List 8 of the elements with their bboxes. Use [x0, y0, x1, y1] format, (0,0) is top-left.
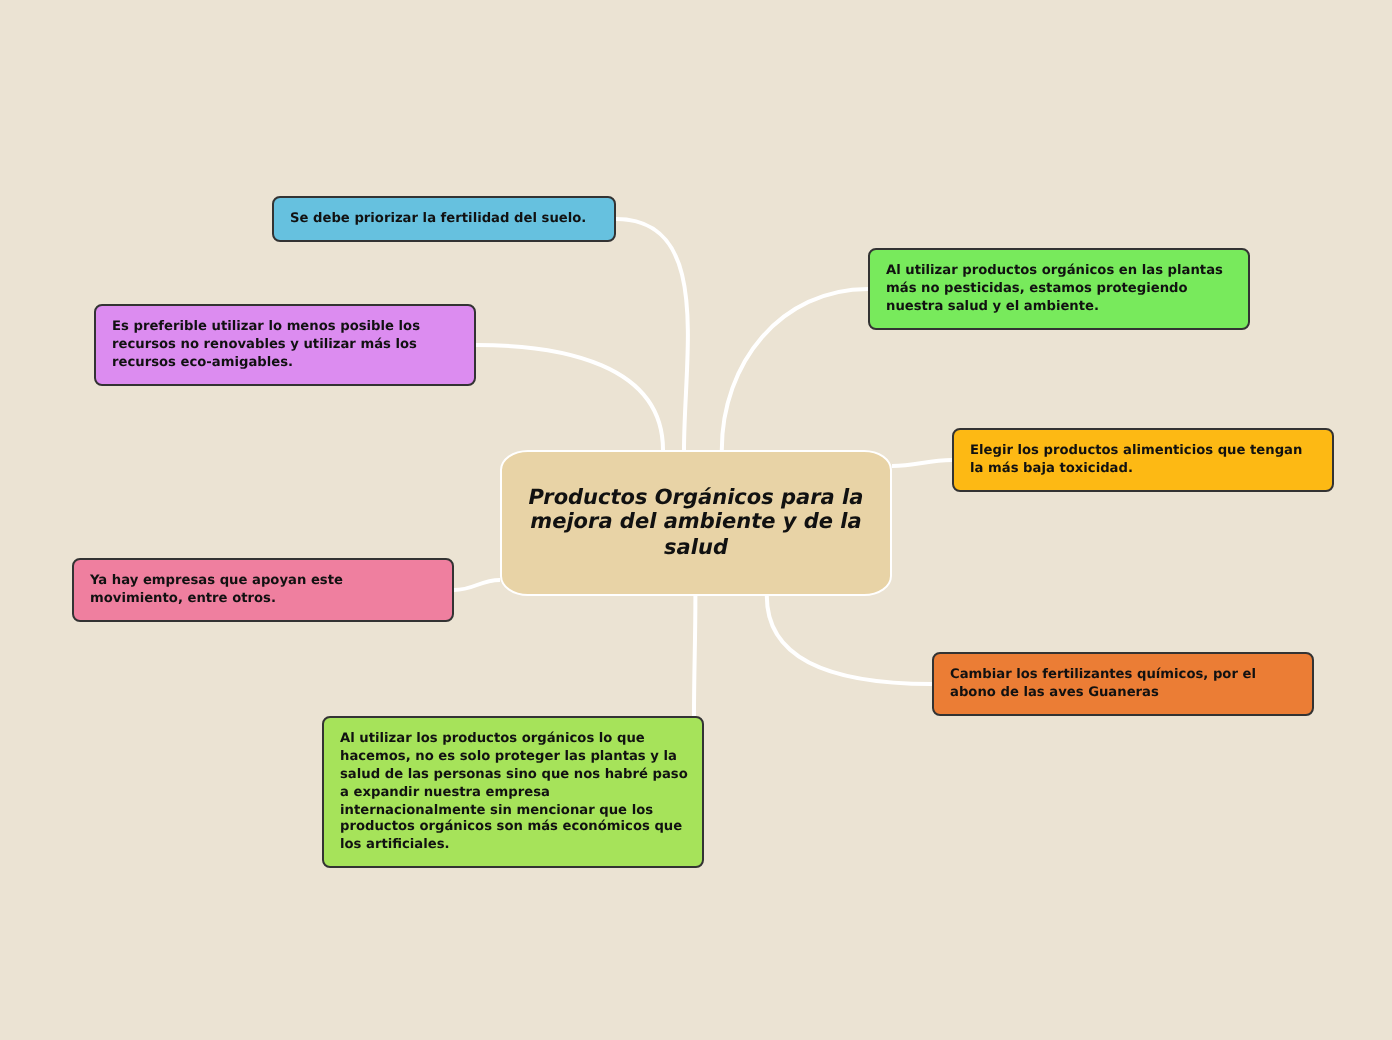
- connector-line: [475, 343, 665, 451]
- connector-line: [719, 287, 869, 451]
- connector-line: [615, 217, 690, 451]
- connector-line: [764, 595, 933, 686]
- central-topic: Productos Orgánicos para la mejora del ambiente y de la salud: [500, 450, 892, 596]
- connector-line: [891, 458, 953, 468]
- connector-line: [692, 596, 698, 716]
- connector-line: [453, 578, 501, 592]
